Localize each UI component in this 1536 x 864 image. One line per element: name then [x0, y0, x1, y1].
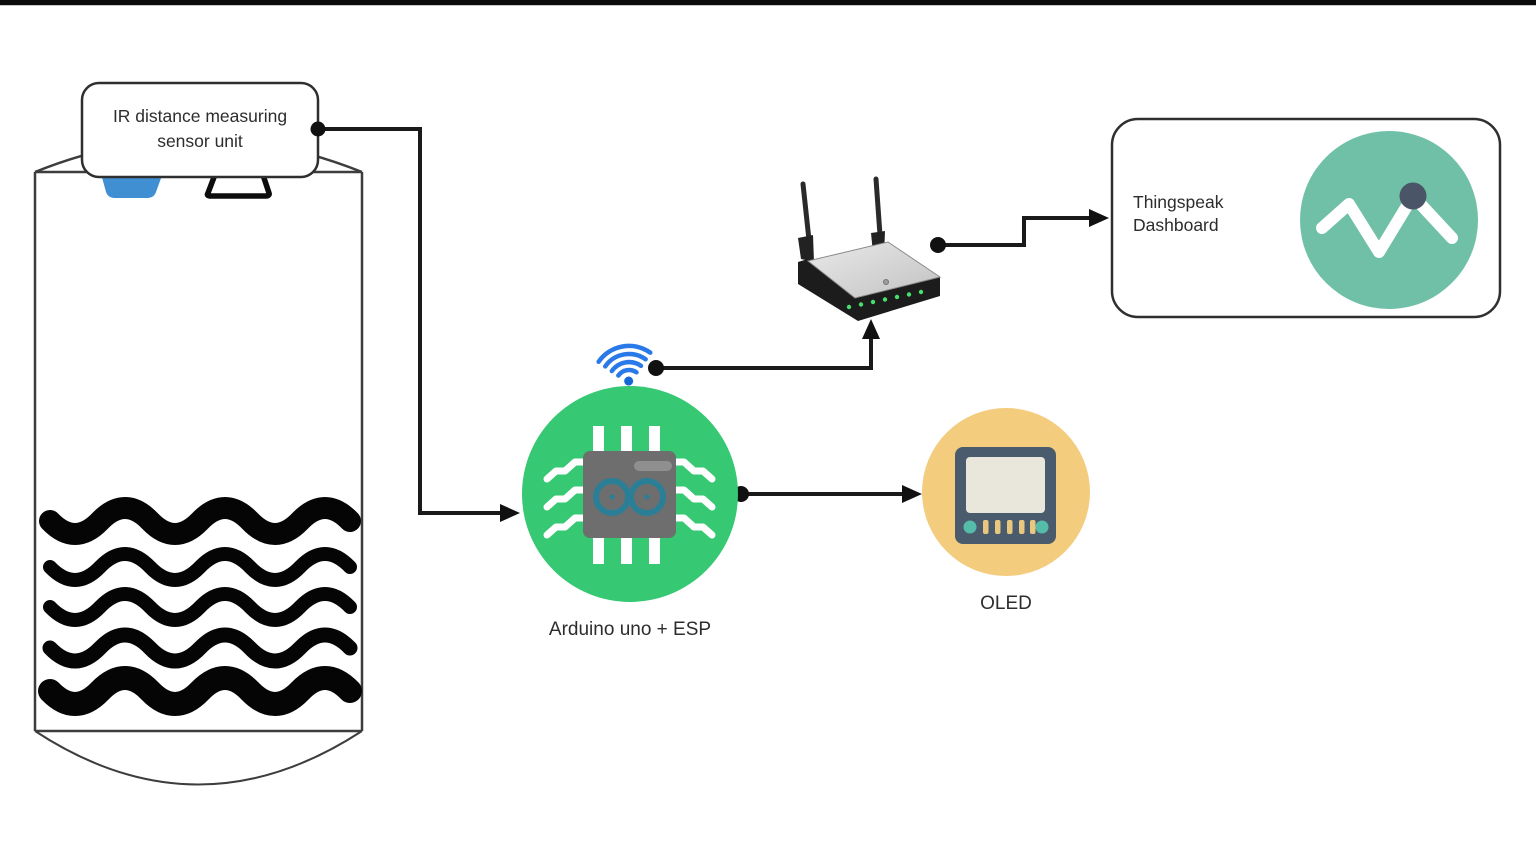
connector-sensor-to-arduino: [310, 121, 520, 522]
thingspeak-line2: Dashboard: [1133, 215, 1219, 235]
water-waves-icon: [38, 497, 362, 716]
connector-arduino-to-router: [648, 319, 880, 376]
oled-button-icon: [963, 520, 977, 534]
connector-arduino-to-oled: [733, 485, 922, 503]
sensor-callout-line2: sensor unit: [157, 131, 243, 151]
connector-router-to-thingspeak: [930, 209, 1109, 253]
arduino-logo-icon: [593, 478, 666, 516]
sensor-callout-line1: IR distance measuring: [112, 106, 288, 126]
connector-dot: [310, 121, 326, 137]
top-bar: [0, 0, 1536, 6]
arrowhead-icon: [862, 319, 880, 339]
oled-node-label: OLED: [980, 593, 1032, 614]
router-button-icon: [883, 278, 890, 285]
oled-button-icon: [1035, 520, 1049, 534]
arrowhead-icon: [902, 485, 922, 503]
arduino-node-label: Arduino uno + ESP: [548, 619, 712, 640]
thingspeak-line1: Thingspeak: [1133, 192, 1224, 212]
oled-display-icon: [955, 447, 1056, 544]
chart-dot-icon: [1399, 182, 1427, 210]
chart-icon: [1300, 131, 1478, 309]
chip-pin: [593, 426, 604, 454]
thingspeak-node-label: Thingspeak Dashboard: [1133, 191, 1313, 237]
router-icon: [798, 176, 942, 321]
sensor-callout-label: IR distance measuring sensor unit: [82, 104, 318, 154]
arrowhead-icon: [500, 504, 520, 522]
router-leds-icon: [846, 289, 924, 310]
water-tank-icon: [33, 137, 364, 786]
connector-dot: [648, 360, 664, 376]
oled-screen: [966, 457, 1045, 513]
thingspeak-node: [1110, 117, 1502, 319]
arrowhead-icon: [1089, 209, 1109, 227]
connector-dot: [930, 237, 946, 253]
arduino-node: [522, 343, 738, 602]
oled-node: [922, 408, 1090, 576]
wifi-icon: [596, 343, 653, 386]
